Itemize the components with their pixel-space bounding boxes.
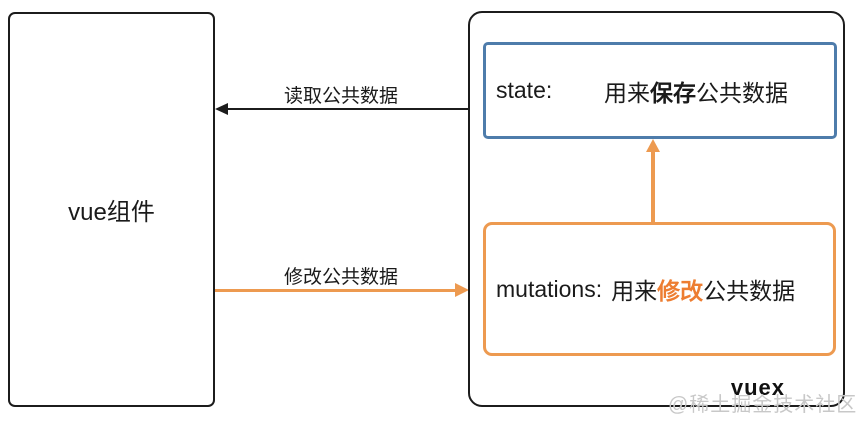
state-prefix: state: bbox=[496, 77, 553, 103]
vue-component-label: vue组件 bbox=[68, 199, 155, 226]
modify-arrow-line bbox=[215, 289, 456, 292]
mutations-text-after: 公共数据 bbox=[703, 278, 796, 304]
mutations-text-before: 用来 bbox=[611, 278, 658, 304]
mutations-text-bold: 修改 bbox=[657, 278, 704, 304]
mutations-box: mutations: 用来修改公共数据 bbox=[483, 222, 836, 356]
commit-arrow-line bbox=[651, 150, 655, 222]
modify-arrow-head-right-icon bbox=[455, 283, 469, 297]
read-arrow-line bbox=[227, 108, 468, 110]
mutations-description: 用来修改公共数据 bbox=[611, 272, 795, 306]
modify-arrow-label: 修改公共数据 bbox=[283, 267, 398, 288]
read-arrow-label: 读取公共数据 bbox=[283, 86, 398, 107]
mutations-prefix: mutations: bbox=[496, 275, 603, 302]
state-text-after: 公共数据 bbox=[696, 79, 788, 106]
state-box: state: 用来保存公共数据 bbox=[483, 42, 837, 139]
watermark: @稀土掘金技术社区 bbox=[668, 394, 856, 416]
commit-arrow-head-up-icon bbox=[646, 139, 660, 152]
read-arrow-head-left-icon bbox=[215, 103, 228, 115]
state-text-before: 用来 bbox=[604, 79, 650, 106]
vue-component-box: vue组件 bbox=[8, 12, 215, 407]
vuex-label: vuex bbox=[730, 375, 785, 400]
state-description: 用来保存公共数据 bbox=[604, 74, 788, 108]
state-text-bold: 保存 bbox=[650, 79, 696, 106]
